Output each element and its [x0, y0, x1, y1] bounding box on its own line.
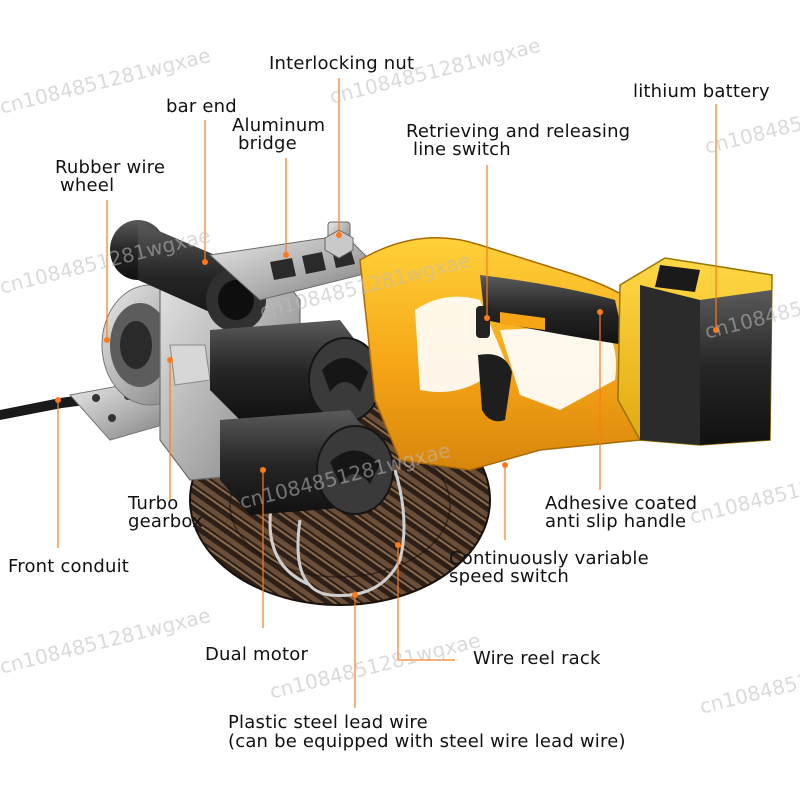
- leader-dots: [55, 232, 719, 598]
- speed-switch: [478, 354, 512, 422]
- label-rubber-wheel-line2: wheel: [60, 175, 115, 196]
- label-lead-wire-line1: Plastic steel lead wire: [228, 712, 428, 733]
- label-rubber-wheel-line1: Rubber wire: [55, 157, 166, 178]
- anti-slip-handle: [480, 275, 625, 345]
- label-retrieving-switch-line1: Retrieving and releasing: [406, 121, 631, 142]
- label-adhesive-handle-line2: anti slip handle: [545, 511, 687, 532]
- label-aluminum-bridge-line1: Aluminum: [232, 115, 326, 136]
- retrieving-line-switch: [476, 306, 490, 338]
- label-retrieving-switch-line2: line switch: [413, 139, 511, 160]
- label-interlocking-nut: Interlocking nut: [269, 53, 415, 74]
- label-speed-switch-line2: speed switch: [449, 566, 569, 587]
- dual-motor: [210, 320, 394, 515]
- label-wire-reel-rack: Wire reel rack: [473, 648, 601, 669]
- label-adhesive-handle-line1: Adhesive coated: [545, 493, 698, 514]
- label-dual-motor: Dual motor: [205, 644, 309, 665]
- label-front-conduit: Front conduit: [8, 556, 130, 577]
- label-lithium-battery: lithium battery: [633, 81, 770, 102]
- lithium-battery: [617, 257, 773, 446]
- label-turbo-gearbox-line1: Turbo: [128, 493, 179, 514]
- leader-lines: [57, 78, 717, 708]
- label-bar-end: bar end: [166, 96, 237, 117]
- label-turbo-gearbox-line2: gearbox: [128, 511, 203, 532]
- label-lead-wire-line2: (can be equipped with steel wire lead wi…: [228, 731, 626, 752]
- label-speed-switch-line1: Continuously variable: [449, 548, 649, 569]
- label-aluminum-bridge-line2: bridge: [238, 133, 297, 154]
